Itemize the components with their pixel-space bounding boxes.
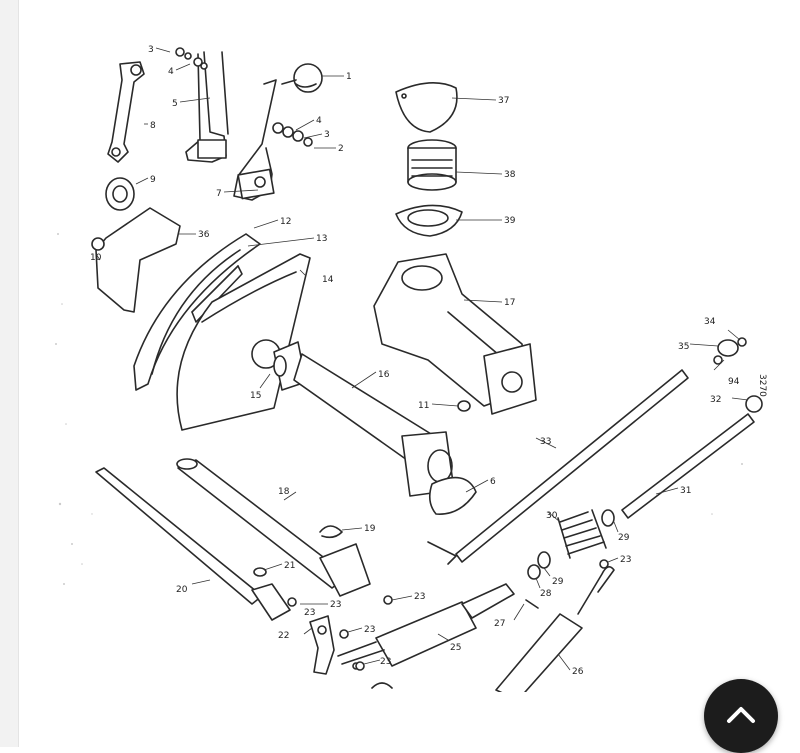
callout-23b: 23 — [330, 600, 341, 610]
callout-6: 6 — [490, 477, 496, 487]
shaft-31 — [621, 395, 763, 519]
callout-3: 3 — [324, 130, 330, 140]
nut-23d — [355, 661, 365, 671]
callout-25: 25 — [450, 643, 461, 653]
callout-23a: 23 — [414, 592, 425, 602]
tube-26 — [495, 566, 615, 692]
callout-5: 5 — [172, 99, 178, 109]
filter-38 — [407, 139, 457, 191]
callout-23-right: 23 — [620, 555, 631, 565]
callout-labels: 1 2 3 4 5 3 4 7 8 9 10 36 12 13 14 37 38… — [90, 45, 767, 677]
callout-4-top: 4 — [168, 67, 174, 77]
washer-29a — [601, 509, 615, 527]
callout-14: 14 — [322, 275, 334, 285]
side-code: 3270 — [757, 374, 767, 397]
callout-94: 94 — [728, 377, 740, 387]
shaft-33 — [427, 369, 689, 565]
shaft-20 — [95, 467, 291, 621]
callout-23c: 23 — [364, 625, 375, 635]
callout-22: 22 — [278, 631, 289, 641]
callout-31: 31 — [680, 486, 691, 496]
callout-32: 32 — [710, 395, 721, 405]
callout-7: 7 — [216, 189, 222, 199]
chevron-up-icon — [727, 707, 755, 723]
callout-12: 12 — [280, 217, 291, 227]
washer-28 — [527, 564, 541, 580]
ring-11 — [457, 400, 471, 412]
callout-2: 2 — [338, 144, 344, 154]
callout-3-top: 3 — [148, 45, 154, 55]
callout-35: 35 — [678, 342, 689, 352]
callout-15: 15 — [250, 391, 261, 401]
partial-part-bottom — [371, 682, 393, 689]
ring-21 — [253, 567, 267, 577]
cylinder-25 — [337, 583, 515, 670]
callout-37: 37 — [498, 96, 509, 106]
exploded-parts-diagram: 1 2 3 4 5 3 4 7 8 9 10 36 12 13 14 37 38… — [52, 44, 772, 692]
bracket-36 — [91, 207, 181, 313]
left-edge-strip — [0, 0, 19, 747]
washer-stack-right — [272, 122, 313, 147]
callout-8: 8 — [150, 121, 156, 131]
nut-23c — [339, 629, 349, 639]
callout-38: 38 — [504, 170, 516, 180]
callout-21: 21 — [284, 561, 295, 571]
ring-15 — [273, 355, 287, 377]
pin-27 — [525, 599, 539, 609]
callout-29b: 29 — [552, 577, 564, 587]
callout-27: 27 — [494, 619, 505, 629]
callout-19: 19 — [364, 524, 376, 534]
callout-28: 28 — [540, 589, 552, 599]
cover-plate-14 — [176, 253, 311, 431]
gearbox-housing-17 — [373, 253, 537, 415]
gasket-6 — [428, 476, 477, 515]
rod-18 — [176, 458, 371, 597]
callout-11: 11 — [418, 401, 429, 411]
spring-30 — [557, 509, 607, 559]
lever-5 — [185, 51, 229, 163]
nut-23a — [383, 595, 393, 605]
callout-23d: 23 — [380, 657, 391, 667]
leader-lines — [95, 47, 749, 671]
nut-23e — [599, 559, 609, 569]
washer-29b — [537, 551, 551, 569]
lever-7 — [233, 79, 277, 201]
bearing-9 — [105, 177, 135, 211]
scroll-to-top-button[interactable] — [704, 679, 778, 753]
callout-9: 9 — [150, 175, 156, 185]
callout-30: 30 — [546, 511, 558, 521]
washers-34-35-94 — [713, 337, 747, 365]
callout-18: 18 — [278, 487, 290, 497]
callout-39: 39 — [504, 216, 516, 226]
callout-36: 36 — [198, 230, 210, 240]
callout-26: 26 — [572, 667, 584, 677]
clip-19 — [319, 525, 343, 539]
callout-29a: 29 — [618, 533, 630, 543]
knob-1 — [281, 63, 323, 93]
lever-8 — [107, 61, 145, 163]
tube-assembly-16 — [273, 341, 455, 497]
nut-23b — [287, 597, 297, 607]
gasket-39 — [395, 204, 463, 237]
callout-23e: 23 — [304, 608, 315, 618]
callout-34: 34 — [704, 317, 716, 327]
callout-13: 13 — [316, 234, 327, 244]
cover-37 — [395, 82, 458, 133]
callout-17: 17 — [504, 298, 515, 308]
callout-4: 4 — [316, 116, 322, 126]
callout-16: 16 — [378, 370, 390, 380]
callout-33: 33 — [540, 437, 551, 447]
washer-stack-top — [175, 47, 208, 70]
callout-20: 20 — [176, 585, 188, 595]
callout-1: 1 — [346, 72, 352, 82]
lever-22 — [309, 615, 335, 675]
callout-10: 10 — [90, 253, 102, 263]
